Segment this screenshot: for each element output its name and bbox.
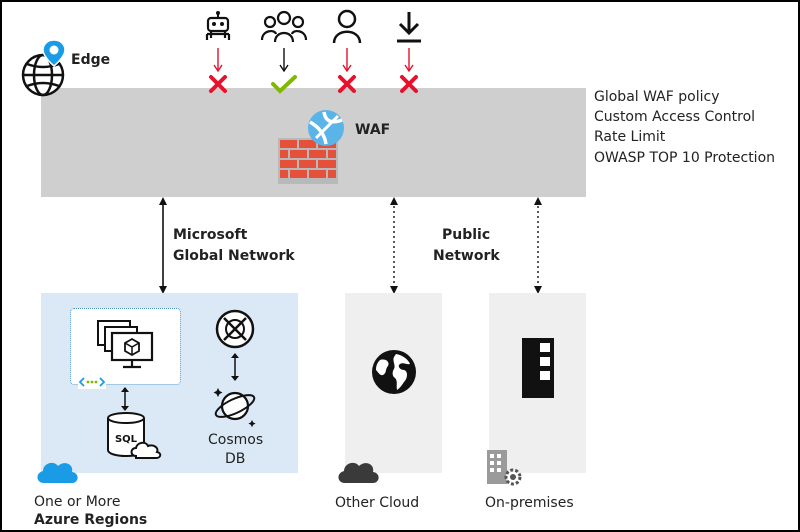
other-cloud-label: Other Cloud <box>335 495 420 511</box>
cosmos-label-2: DB <box>225 451 246 467</box>
user-icon <box>332 9 362 44</box>
public-network-label-2: Network <box>433 248 500 264</box>
location-pin-icon <box>42 39 66 67</box>
azure-regions-label-1: One or More <box>34 494 121 510</box>
vnet-icon <box>78 375 106 389</box>
blocked-x-icon <box>400 75 418 93</box>
sql-database-icon: SQL <box>107 412 162 459</box>
sql-label: SQL <box>115 434 138 445</box>
server-icon <box>522 338 554 398</box>
azure-regions-label-2: Azure Regions <box>34 512 148 528</box>
building-gear-icon <box>487 450 522 486</box>
traffic-arrowhead-bot-icon <box>213 64 223 73</box>
on-premises-label: On-premises <box>485 495 574 511</box>
azure-cloud-icon <box>37 462 78 483</box>
download-icon <box>397 12 421 43</box>
traffic-arrowhead-user-icon <box>342 64 352 73</box>
waf-feature-custom-access: Custom Access Control <box>594 109 756 125</box>
cosmos-connector <box>231 353 239 381</box>
waf-label: WAF <box>355 122 391 138</box>
edge-label: Edge <box>71 52 111 68</box>
allowed-check-icon <box>271 75 297 94</box>
cosmos-network-icon <box>215 309 255 349</box>
front-door-icon <box>308 110 344 146</box>
cosmos-label-1: Cosmos <box>208 432 264 448</box>
internet-globe-icon <box>372 350 416 394</box>
waf-feature-rate-limit: Rate Limit <box>594 129 666 145</box>
blocked-x-icon <box>338 75 356 93</box>
bot-icon <box>205 11 231 40</box>
traffic-arrowhead-download-icon <box>404 64 414 73</box>
waf-feature-owasp: OWASP TOP 10 Protection <box>594 150 776 166</box>
public-network-label-1: Public <box>442 227 491 243</box>
vm-sql-connector <box>121 387 129 411</box>
blocked-x-icon <box>209 75 227 93</box>
traffic-arrowhead-users-group-icon <box>279 64 289 73</box>
users-group-icon <box>260 10 308 43</box>
microsoft-network-label-2: Global Network <box>173 248 295 264</box>
traffic-arrows <box>209 48 418 94</box>
cosmos-db-icon <box>213 388 256 428</box>
virtual-machines-icon <box>97 320 154 369</box>
waf-feature-global-policy: Global WAF policy <box>594 89 720 105</box>
microsoft-network-label-1: Microsoft <box>173 227 248 243</box>
other-cloud-icon <box>338 462 379 483</box>
